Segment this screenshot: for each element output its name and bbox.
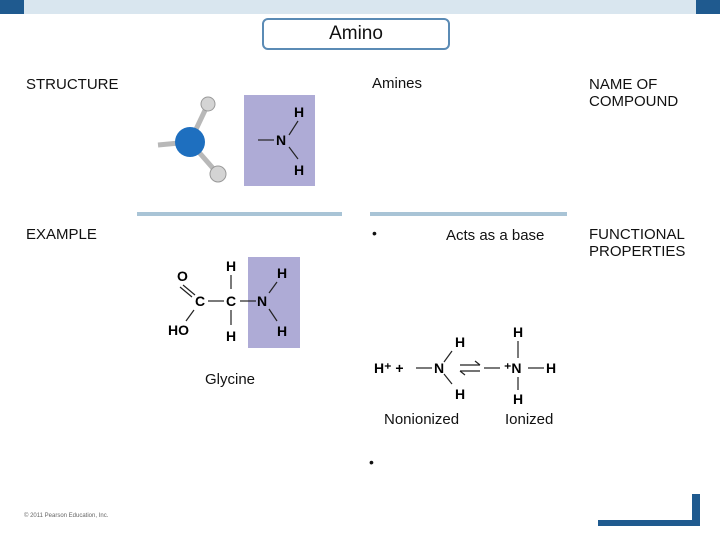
divider-line [137, 212, 342, 216]
formula-atom: H [546, 360, 556, 376]
bullet: • [372, 225, 377, 241]
glycine-amino-highlight-box [248, 257, 300, 348]
formula-atom: H [294, 162, 304, 178]
protonation-reaction: H⁺ + H N H H ⁺N H H [374, 324, 556, 407]
formula-atom: H [455, 386, 465, 402]
bullet: • [369, 454, 374, 470]
top-banner-highlight [24, 0, 696, 14]
nonionized-label: Nonionized [384, 411, 460, 428]
formula-atom: O [177, 268, 188, 284]
formula-atom: H [294, 104, 304, 120]
glycine-label: Glycine [205, 371, 256, 388]
hydrogen-atom [200, 96, 216, 112]
formula-atom: ⁺N [504, 360, 522, 376]
nitrogen-atom [175, 127, 205, 157]
formula-atom: H [277, 323, 287, 339]
formula-atom: H [455, 334, 465, 350]
ionized-label: Ionized [505, 411, 554, 428]
formula-atom: C [195, 293, 205, 309]
acts-as-base-label: Acts as a base [446, 227, 545, 244]
formula-atom: N [276, 132, 286, 148]
formula-atom: C [226, 293, 236, 309]
formula-atom: H [226, 258, 236, 274]
amines-label: Amines [372, 75, 423, 92]
formula-atom: H [513, 391, 523, 407]
divider-line [370, 212, 567, 216]
formula-atom: HO [168, 322, 189, 338]
glycine-formula: O C HO H C H N H H [168, 258, 287, 344]
structure-highlight-box [244, 95, 315, 186]
structure-label: STRUCTURE [26, 76, 119, 93]
copyright-footer: © 2011 Pearson Education, Inc. [24, 513, 109, 519]
functional-properties-label: FUNCTIONAL PROPERTIES [589, 226, 686, 260]
reaction-reactant: H⁺ + [374, 360, 404, 376]
name-of-compound-label: NAME OF COMPOUND [589, 76, 679, 110]
formula-atom: H [277, 265, 287, 281]
formula-atom: H [226, 328, 236, 344]
corner-decoration [598, 494, 700, 526]
hydrogen-atom [209, 165, 227, 183]
slide-title: Amino [262, 18, 450, 50]
ball-stick-model [157, 96, 227, 183]
formula-atom: N [257, 293, 267, 309]
example-label: EXAMPLE [26, 226, 97, 243]
amino-group-formula: H N H [258, 104, 304, 178]
formula-atom: H [513, 324, 523, 340]
formula-atom: N [434, 360, 444, 376]
